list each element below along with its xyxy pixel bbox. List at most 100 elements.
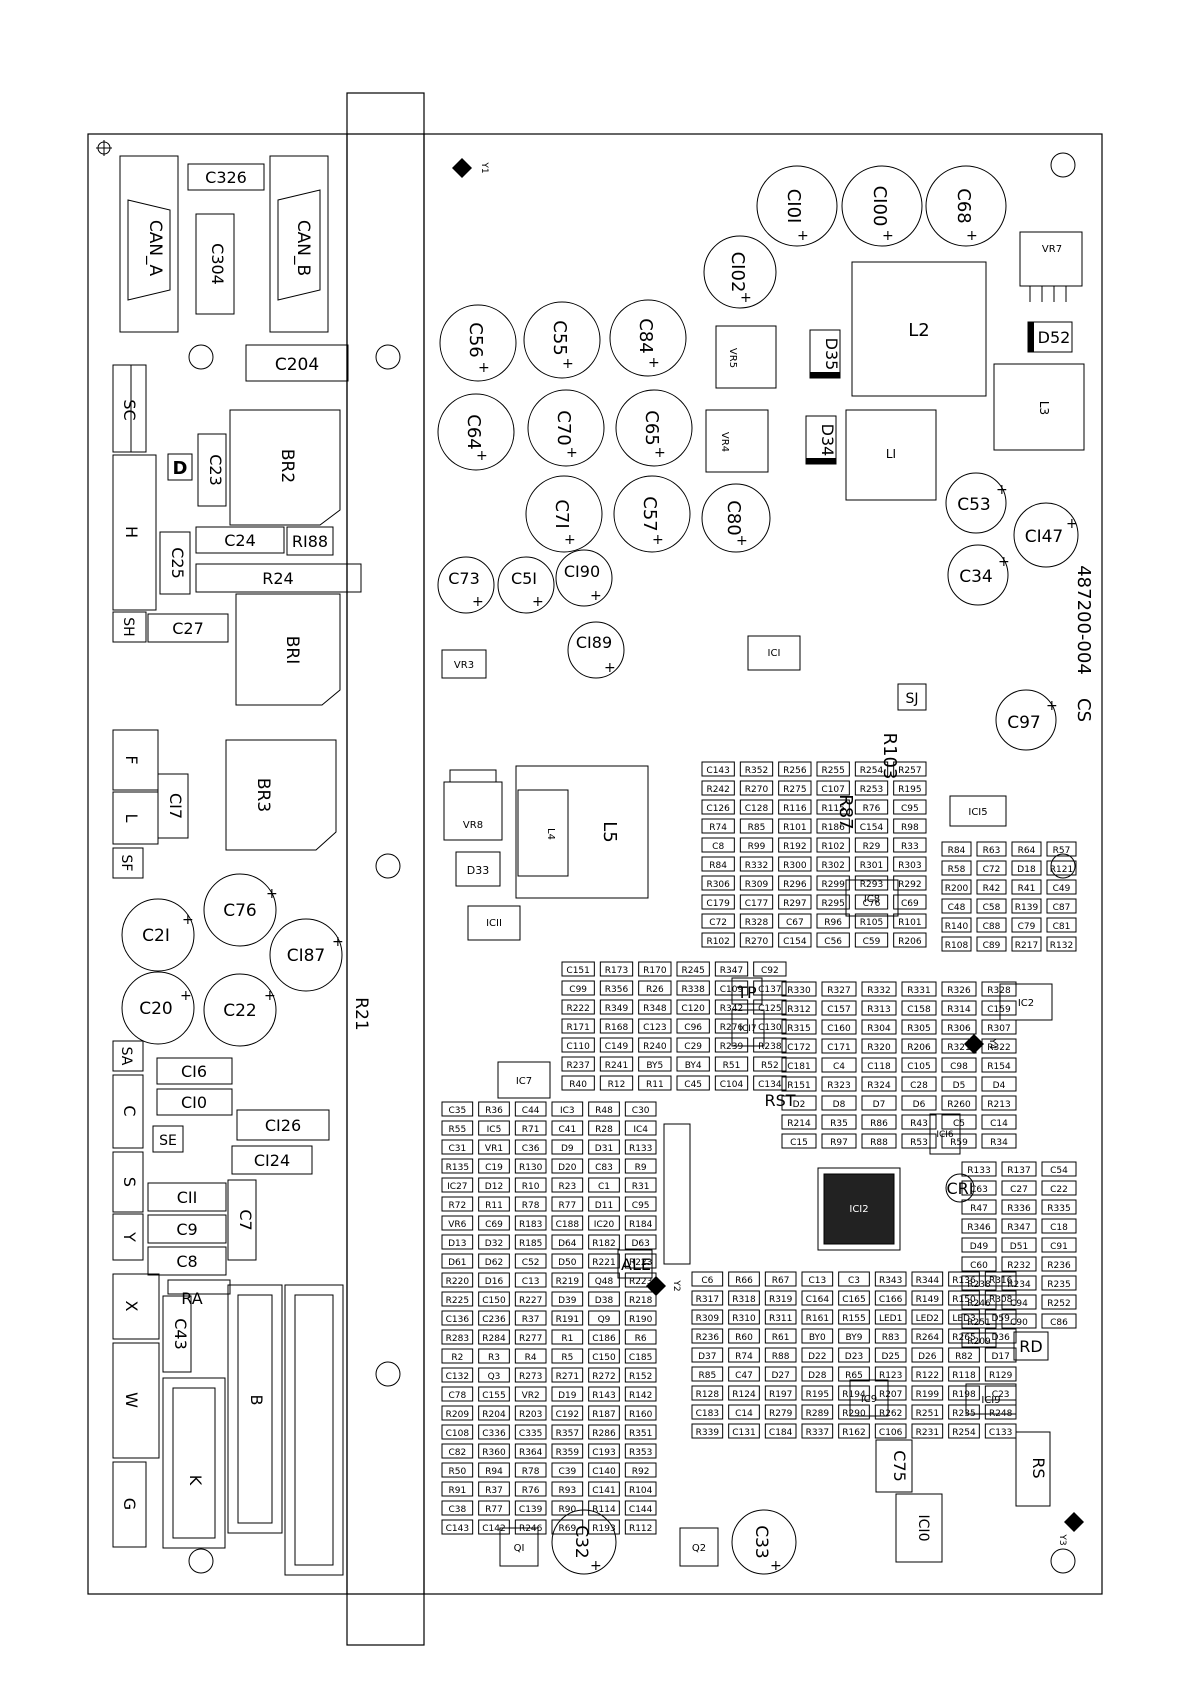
svg-text:+: + (562, 356, 574, 372)
small-part-label: C105 (907, 1062, 930, 1072)
svg-text:+: + (648, 355, 660, 371)
small-part-outline (984, 1309, 1017, 1325)
small-part-outline (893, 913, 927, 929)
small-part-label: LED1 (879, 1314, 902, 1324)
c9-capacitor: C9 (147, 1214, 227, 1244)
c8-capacitor: C8 (147, 1246, 227, 1276)
small-part-outline (728, 1328, 760, 1344)
small-part-outline (588, 1329, 620, 1345)
small-part-label: R190 (629, 1315, 653, 1325)
small-part-outline (551, 1500, 584, 1516)
small-part-label: R241 (605, 1061, 628, 1071)
small-part-label: D11 (595, 1201, 613, 1211)
small-part-outline (1011, 898, 1042, 914)
small-part-label: C28 (910, 1081, 928, 1091)
small-part-label: C164 (806, 1295, 830, 1305)
small-part-label: C54 (1050, 1166, 1068, 1176)
svg-text:QI: QI (514, 1543, 525, 1554)
svg-text:+: + (736, 533, 748, 549)
small-part-label: R63 (983, 846, 1001, 856)
left-connector-column: SC H SH F L SF SA C S Y X W G (112, 364, 160, 1548)
svg-text:L2: L2 (908, 320, 929, 341)
small-part-outline (778, 856, 812, 872)
small-part-outline (838, 1271, 870, 1287)
c73-electrolytic-capacitor: C73 + (437, 556, 495, 614)
small-part-label: R195 (898, 785, 921, 795)
r103-label: R103 (879, 733, 900, 780)
small-part-label: C58 (983, 903, 1001, 913)
small-part-outline (961, 1313, 997, 1329)
board-revision: CS (1073, 698, 1094, 722)
small-part-outline (624, 1500, 657, 1516)
small-part-outline (551, 1519, 584, 1535)
fiducial-mark (96, 140, 112, 156)
small-part-label: D61 (448, 1258, 466, 1268)
small-part-label: R65 (845, 1371, 863, 1381)
svg-text:ALE: ALE (621, 1255, 651, 1274)
small-part-label: C13 (808, 1276, 826, 1286)
small-part-outline (816, 761, 850, 777)
small-part-outline (624, 1424, 657, 1440)
svg-text:D35: D35 (822, 338, 841, 371)
small-part-label: R217 (1015, 941, 1038, 951)
ic11-chip: ICII (467, 905, 521, 941)
small-part-label: R272 (592, 1372, 615, 1382)
small-part-outline (901, 1057, 937, 1073)
ale-label: ALE (617, 1249, 653, 1279)
small-part-label: R101 (783, 823, 806, 833)
small-part-label: D37 (698, 1352, 716, 1362)
small-part-outline (441, 1291, 474, 1307)
small-part-label: R301 (860, 861, 883, 871)
small-part-label: R214 (787, 1119, 811, 1129)
svg-text:CAN_B: CAN_B (293, 220, 313, 276)
small-part-label: R53 (910, 1138, 928, 1148)
small-part-outline (551, 1443, 584, 1459)
svg-text:+: + (472, 594, 484, 610)
small-part-outline (778, 818, 812, 834)
small-part-label: IC5 (487, 1125, 502, 1135)
small-part-outline (514, 1272, 547, 1288)
small-part-outline (691, 1347, 724, 1363)
vr8-regulator: VR8 (443, 769, 503, 841)
small-part-outline (1001, 1275, 1037, 1291)
svg-text:VR5: VR5 (727, 348, 738, 368)
small-part-outline (588, 1196, 620, 1212)
small-part-label: R312 (787, 1005, 810, 1015)
small-part-label: C81 (1053, 922, 1071, 932)
small-part-outline (514, 1101, 547, 1117)
small-part-label: C41 (558, 1125, 576, 1135)
small-part-outline (911, 1385, 944, 1401)
c24-capacitor: C24 (195, 526, 285, 554)
d52-diode: D52 (1027, 321, 1073, 353)
small-part-outline (764, 1290, 797, 1306)
small-part-outline (948, 1271, 980, 1287)
small-part-label: D16 (485, 1277, 504, 1287)
small-part-label: R57 (1053, 846, 1071, 856)
small-part-label: R306 (706, 880, 730, 890)
small-part-outline (1001, 1294, 1037, 1310)
small-part-label: D17 (991, 1352, 1009, 1362)
small-part-label: R251 (967, 1318, 990, 1328)
small-part-label: R203 (519, 1410, 542, 1420)
svg-text:C56: C56 (465, 322, 486, 357)
small-part-label: C69 (901, 899, 919, 909)
small-part-label: C120 (681, 1004, 705, 1014)
d33-diode: D33 (455, 851, 501, 887)
small-part-label: C158 (907, 1005, 931, 1015)
small-part-label: R71 (522, 1125, 540, 1135)
small-part-outline (691, 1309, 724, 1325)
small-part-outline (801, 1423, 834, 1439)
svg-text:VR3: VR3 (454, 660, 474, 671)
c10-capacitor: CI0 (156, 1088, 233, 1116)
small-part-outline (801, 1404, 834, 1420)
small-part-label: R283 (446, 1334, 469, 1344)
connector-g-label: G (120, 1498, 139, 1510)
small-part-label: R85 (748, 823, 766, 833)
small-part-label: C99 (569, 985, 587, 995)
rst-label: RST (764, 1091, 795, 1110)
small-part-outline (701, 818, 735, 834)
small-part-label: R173 (605, 966, 628, 976)
small-part-outline (764, 1347, 797, 1363)
small-part-label: LED2 (916, 1314, 939, 1324)
small-part-outline (514, 1253, 547, 1269)
